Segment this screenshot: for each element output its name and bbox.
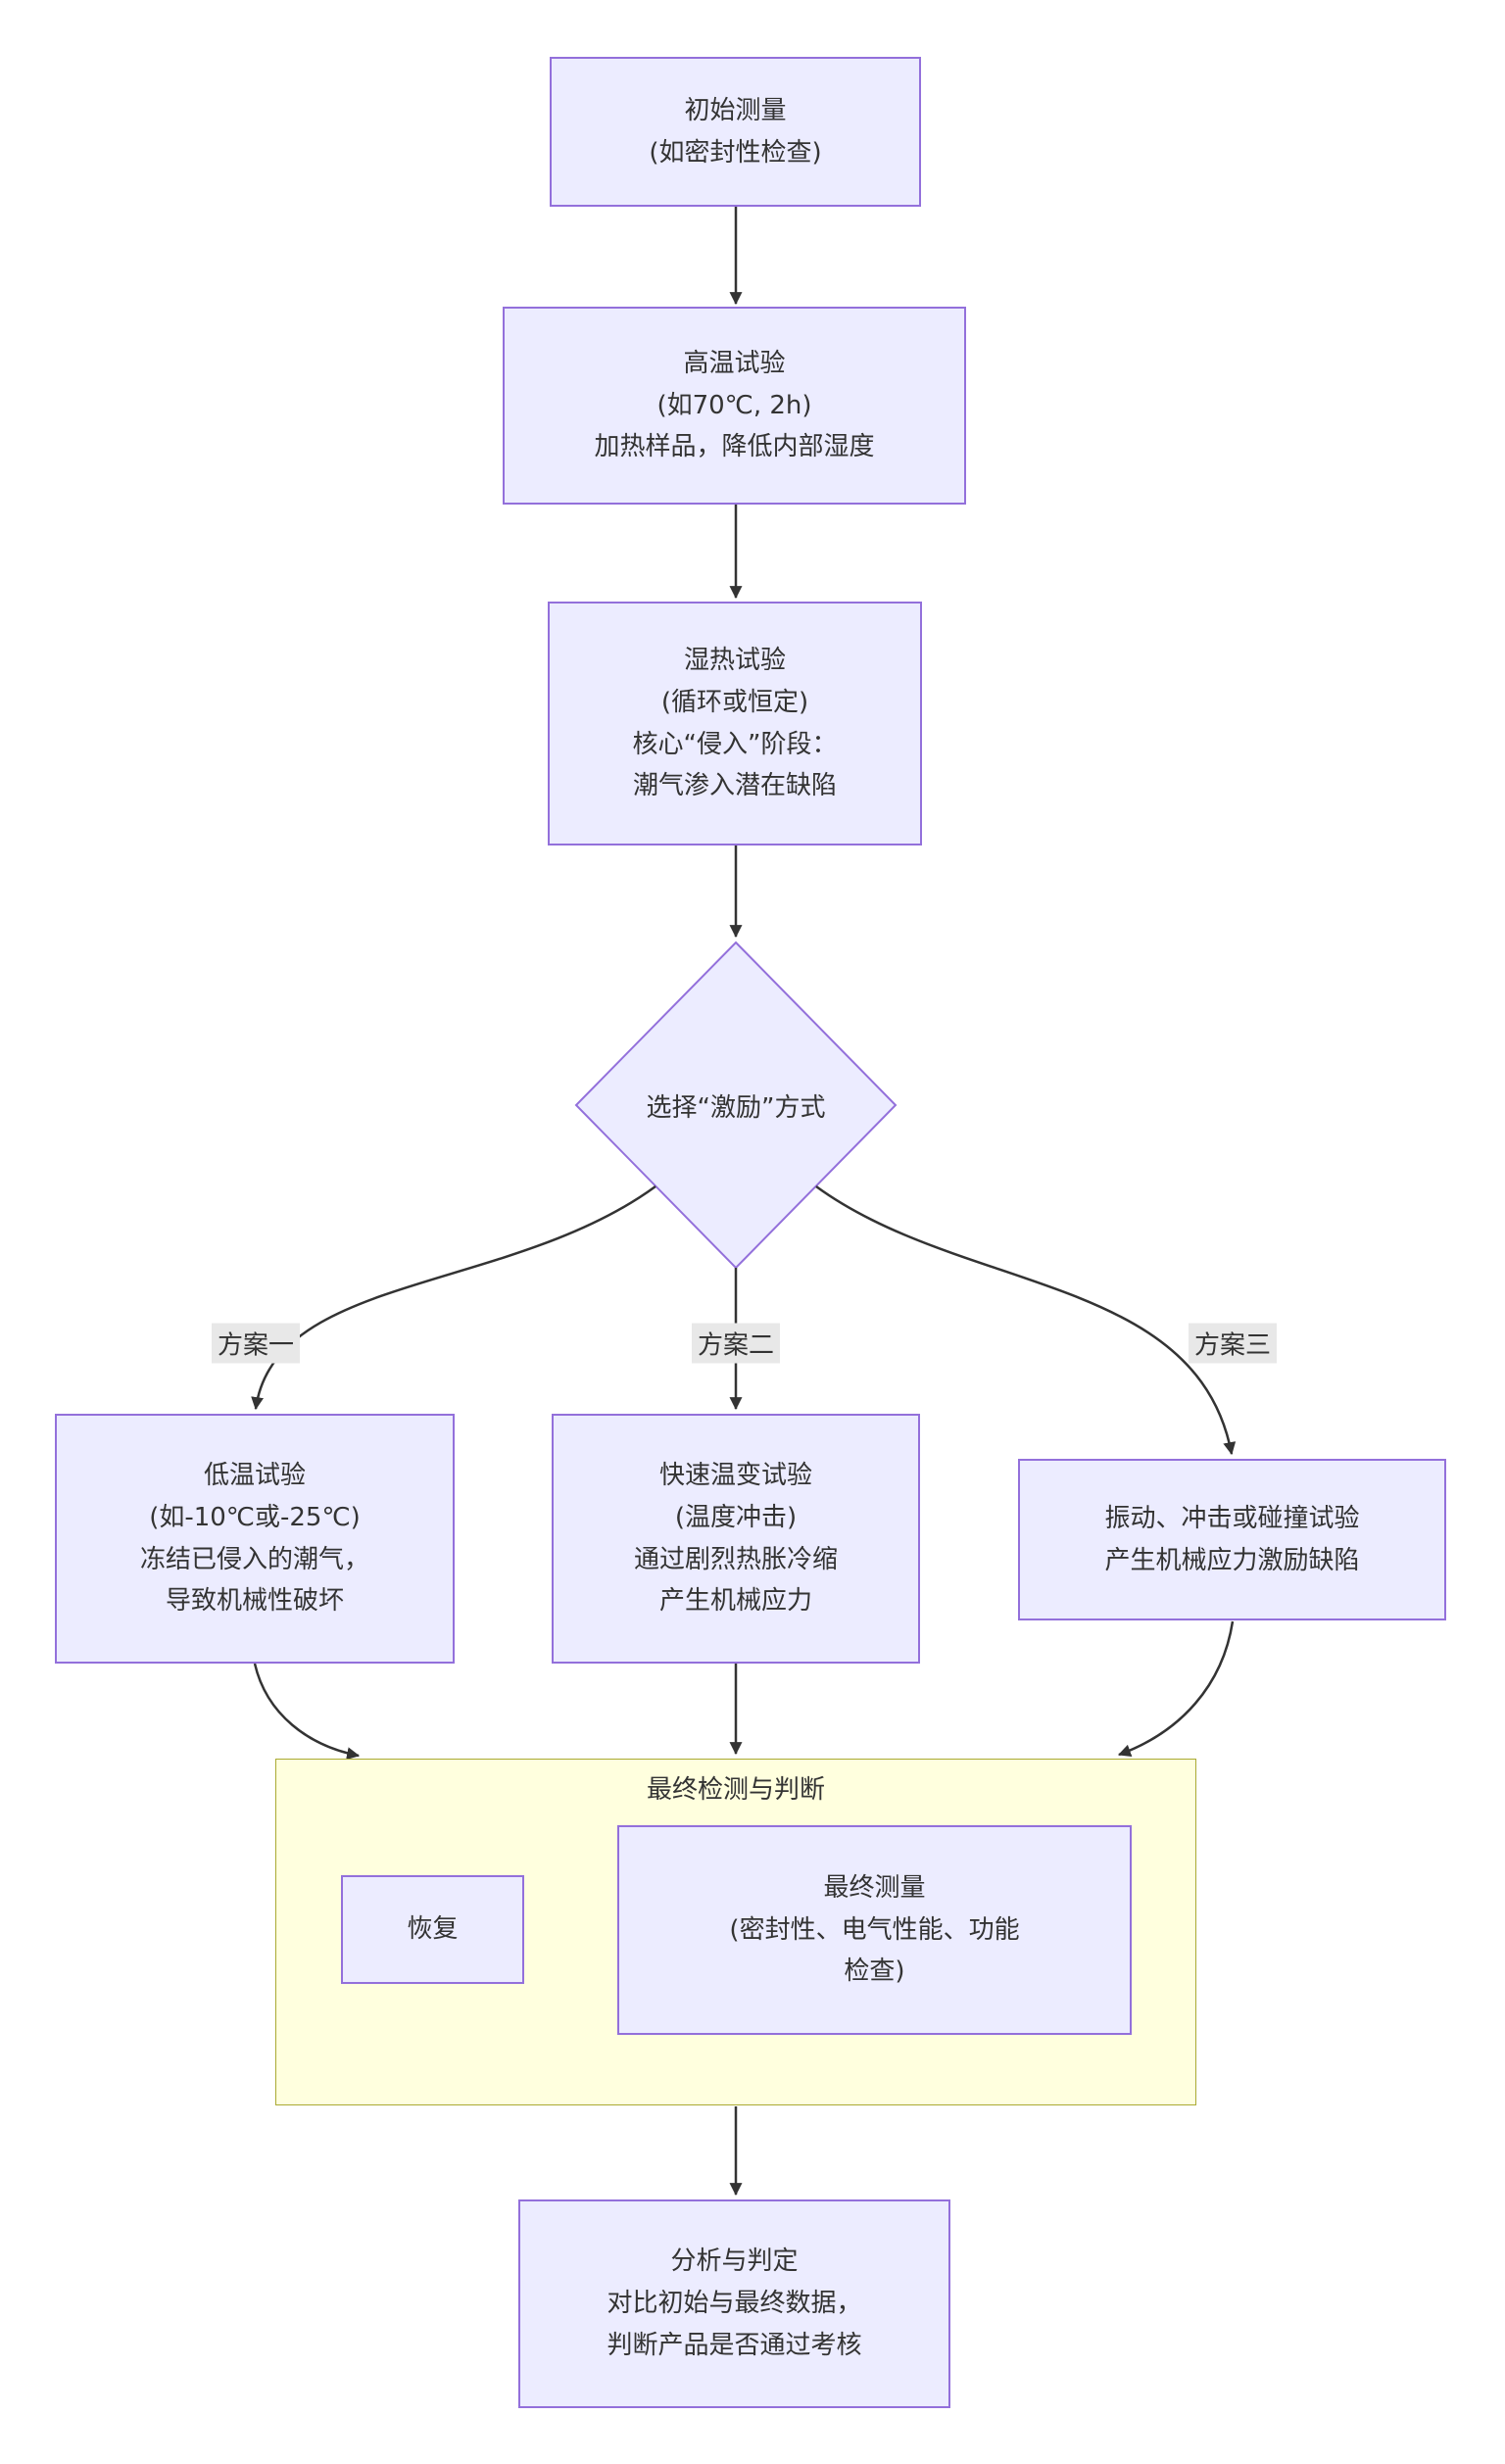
text-line: (如密封性检查)	[649, 137, 822, 168]
node-low-temp-test: 低温试验 (如-10℃或-25℃) 冻结已侵入的潮气， 导致机械性破坏	[55, 1414, 455, 1664]
edge-label-plan2: 方案二	[691, 1323, 781, 1364]
node-recovery: 恢复	[341, 1875, 524, 1984]
node-initial-measurement: 初始测量 (如密封性检查)	[550, 57, 921, 207]
node-thermal-shock-test: 快速温变试验 (温度冲击) 通过剧烈热胀冷缩 产生机械应力	[552, 1414, 920, 1664]
text-line: 振动、冲击或碰撞试验	[1104, 1503, 1360, 1533]
node-final-measurement: 最终测量 (密封性、电气性能、功能 检查)	[617, 1825, 1132, 2035]
edge-lowtemp-to-cluster	[253, 1663, 361, 1761]
edge-decision-to-vibration	[815, 1184, 1237, 1456]
text-line: 潮气渗入潜在缺陷	[632, 771, 837, 801]
text-line: 初始测量	[684, 95, 787, 125]
text-line: (循环或恒定)	[660, 687, 809, 717]
node-damp-heat-test: 湿热试验 (循环或恒定) 核心“侵入”阶段： 潮气渗入潜在缺陷	[548, 602, 922, 845]
text-line: (如-10℃或-25℃)	[149, 1502, 361, 1532]
text-line: (温度冲击)	[674, 1502, 798, 1532]
text-line: 产生机械应力	[658, 1586, 812, 1617]
text-line: 判断产品是否通过考核	[607, 2330, 862, 2360]
text-line: 低温试验	[203, 1460, 306, 1490]
text-line: 冻结已侵入的潮气，	[139, 1544, 369, 1574]
text-line: 高温试验	[683, 348, 786, 378]
text-line: 导致机械性破坏	[165, 1586, 344, 1617]
text-line: 对比初始与最终数据，	[607, 2289, 862, 2319]
node-vibration-test: 振动、冲击或碰撞试验 产生机械应力激励缺陷	[1018, 1459, 1446, 1620]
text-line: 湿热试验	[683, 645, 786, 675]
text-line: 恢复	[407, 1914, 459, 1945]
text-line: 加热样品，降低内部湿度	[594, 432, 875, 462]
subgraph-title: 最终检测与判断	[646, 1775, 825, 1805]
text-line: 通过剧烈热胀冷缩	[633, 1544, 838, 1574]
edge-label-plan1: 方案一	[211, 1323, 301, 1364]
text-line: 快速温变试验	[658, 1460, 812, 1490]
edge-vibration-to-cluster	[1117, 1620, 1235, 1758]
text-line: 最终测量	[823, 1872, 926, 1903]
text-line: (如70℃, 2h)	[656, 390, 812, 420]
node-high-temp-test: 高温试验 (如70℃, 2h) 加热样品，降低内部湿度	[503, 307, 966, 505]
text-line: 核心“侵入”阶段：	[632, 729, 838, 759]
text-line: 分析与判定	[670, 2247, 799, 2277]
edge-decision-to-lowtemp	[251, 1184, 656, 1411]
text-line: 产生机械应力激励缺陷	[1104, 1545, 1360, 1575]
text-line: (密封性、电气性能、功能	[729, 1914, 1020, 1945]
node-analysis-judgment: 分析与判定 对比初始与最终数据， 判断产品是否通过考核	[518, 2199, 950, 2408]
edge-label-plan3: 方案三	[1188, 1323, 1278, 1364]
decision-excitation-method-label: 选择“激励”方式	[646, 1092, 826, 1123]
text-line: 检查)	[844, 1957, 905, 1987]
